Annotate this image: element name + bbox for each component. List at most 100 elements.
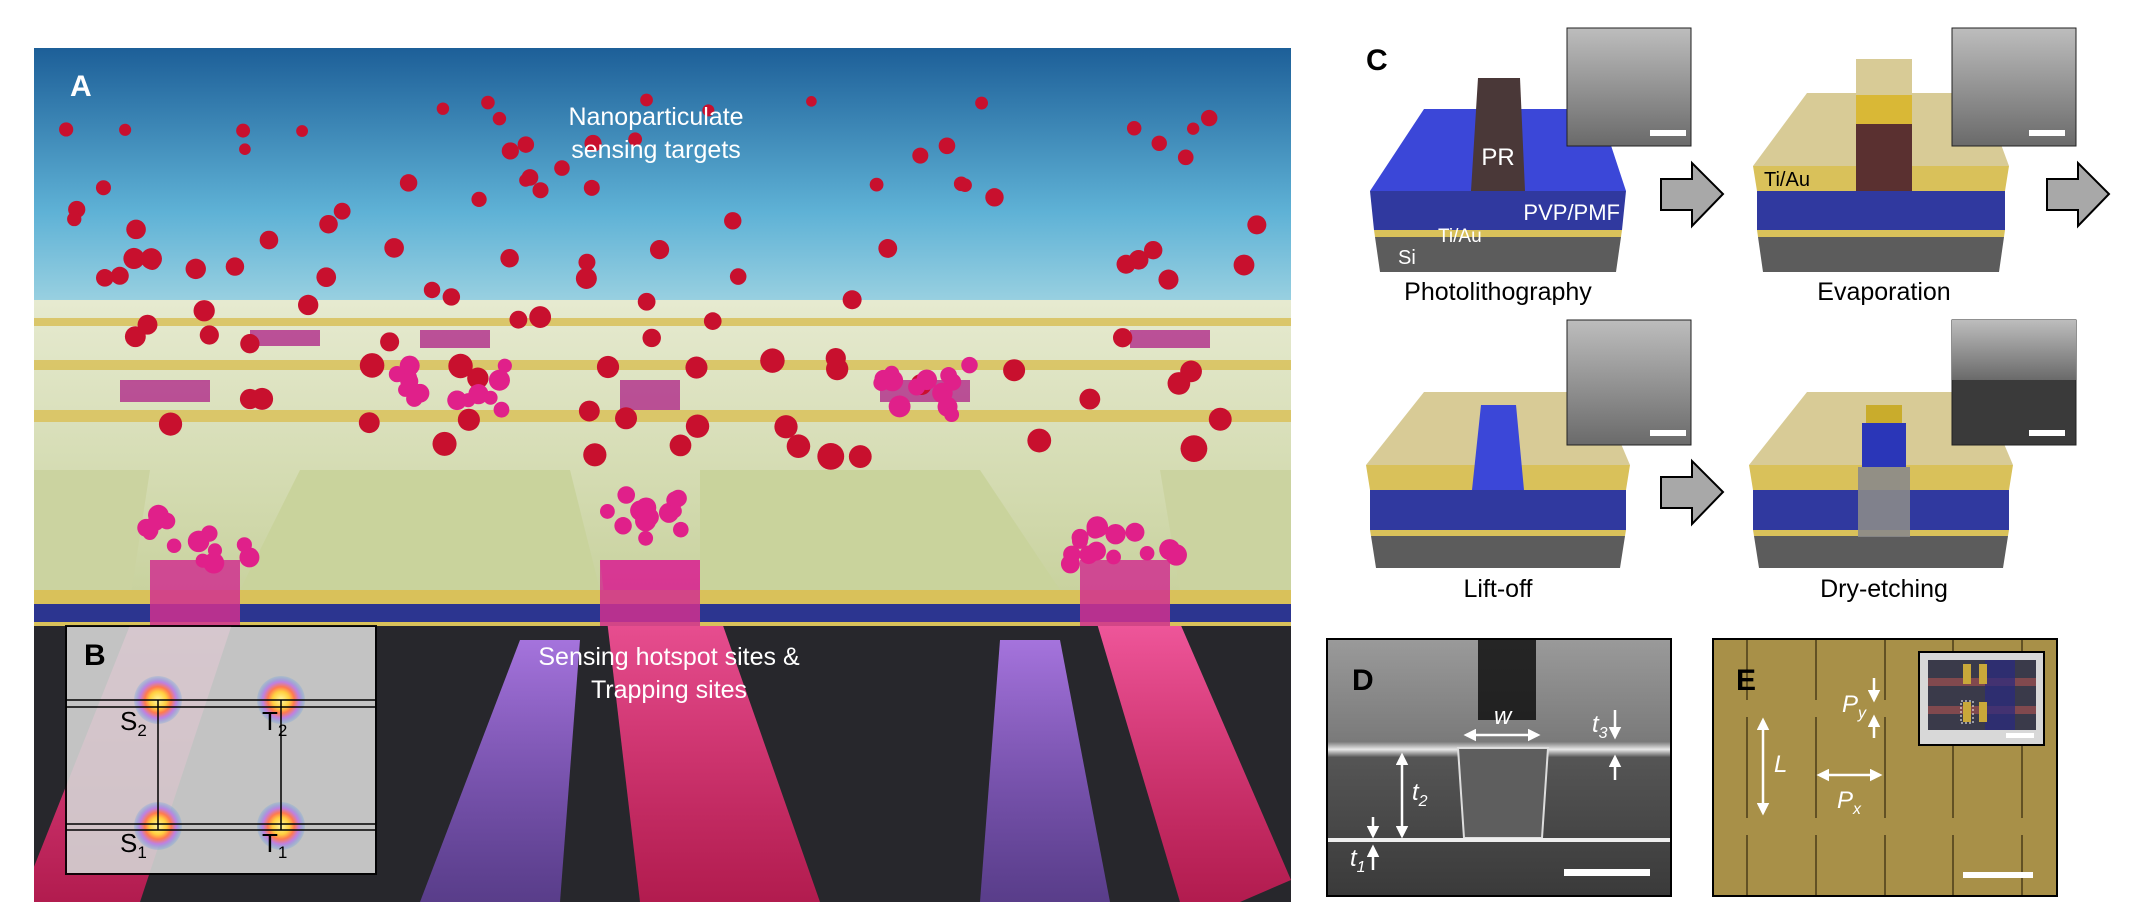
nanoparticle xyxy=(259,230,279,250)
nanoparticle xyxy=(685,356,708,379)
trapped-particle xyxy=(447,390,467,411)
nanoparticle xyxy=(642,328,661,348)
panel-a-illustration: B S2 T2 S1 T1 A Nanoparticulate sensing … xyxy=(34,48,1291,902)
nanoparticle xyxy=(975,96,988,110)
nanoparticle xyxy=(825,347,846,369)
water-background xyxy=(34,48,1291,348)
slot-lines xyxy=(1746,640,2023,895)
step-label: Photolithography xyxy=(1404,278,1592,306)
caption-hotspots-line2: Trapping sites xyxy=(591,676,747,704)
trapped-particle xyxy=(236,537,252,553)
nanoparticle xyxy=(399,174,418,192)
nanoparticle xyxy=(584,134,602,153)
nanoparticle xyxy=(432,431,457,456)
front-pads xyxy=(34,470,1291,626)
nanoparticle xyxy=(199,325,219,345)
panel-b-label: B xyxy=(84,639,106,672)
period-y-label: Py xyxy=(1842,691,1867,722)
b-grid-lines xyxy=(66,699,376,831)
trench xyxy=(1456,747,1550,839)
trapped-particle xyxy=(669,489,687,507)
nanoparticle xyxy=(760,348,785,373)
nanoparticle xyxy=(519,173,533,187)
trapped-particle xyxy=(874,369,893,388)
trapped-particle xyxy=(1159,539,1181,561)
photoresist-block xyxy=(1471,78,1525,191)
nanoparticle xyxy=(1079,388,1101,410)
panel-a-label: A xyxy=(70,70,92,103)
trapped-particle xyxy=(406,390,423,407)
trapped-particle xyxy=(640,507,659,527)
nanoparticle xyxy=(423,281,441,299)
nanoparticle xyxy=(848,445,872,468)
nanoparticle xyxy=(985,188,1004,207)
nanoparticle xyxy=(1208,407,1232,431)
nanoparticle xyxy=(442,288,461,306)
nanoparticle xyxy=(500,248,519,268)
nanoparticle xyxy=(628,132,643,147)
nanoparticle xyxy=(251,387,274,410)
trapped-particle xyxy=(1071,533,1088,549)
panel-b-frame xyxy=(65,625,377,875)
panel-c-label: C xyxy=(1366,44,1388,77)
period-x-label: Px xyxy=(1837,787,1862,818)
label-metal: Ti/Au xyxy=(1438,226,1482,247)
panel-b-inset: B S2 T2 S1 T1 xyxy=(65,625,377,875)
trapped-particle xyxy=(617,486,636,504)
nanoparticle xyxy=(448,353,473,379)
nanoparticle xyxy=(297,294,319,316)
chip-photo-inset xyxy=(1918,651,2045,746)
trapped-particle xyxy=(1125,522,1145,542)
nanoparticles xyxy=(59,93,1267,574)
nanoparticle xyxy=(529,306,552,328)
trapped-particle xyxy=(1139,545,1155,561)
step-label: Dry-etching xyxy=(1820,575,1948,603)
nanoparticle xyxy=(817,442,845,470)
nanoparticle xyxy=(869,177,884,192)
nanoparticle xyxy=(1186,122,1200,135)
nanoparticle xyxy=(158,412,183,436)
nanoparticle xyxy=(193,300,215,322)
nanoparticle xyxy=(236,123,251,138)
nanoparticle xyxy=(578,253,596,271)
nanoparticle xyxy=(95,269,114,287)
nanoparticle xyxy=(578,400,600,422)
trapped-particle xyxy=(239,547,260,568)
trapped-particle xyxy=(614,517,632,535)
nanoparticle xyxy=(67,211,82,227)
trapped-particle xyxy=(1105,524,1126,545)
nanoparticle xyxy=(1003,359,1026,382)
trapped-particle xyxy=(147,514,165,531)
nanoparticle xyxy=(878,239,898,258)
trapped-particle xyxy=(195,553,210,568)
nanoparticle xyxy=(703,312,722,330)
nanoparticle xyxy=(1126,121,1142,136)
nanoparticle xyxy=(471,191,487,208)
thickness-t3-label: t3 xyxy=(1592,711,1608,742)
nanoparticle xyxy=(501,142,519,160)
nanoparticle xyxy=(492,111,507,126)
nanoparticle xyxy=(126,219,146,240)
caption-hotspots-line1: Sensing hotspot sites & xyxy=(538,643,800,671)
site-label-s1: S1 xyxy=(120,828,147,862)
scale-bar xyxy=(1650,430,1686,436)
nanoparticle xyxy=(95,180,111,196)
nanoparticle xyxy=(1027,428,1052,453)
nanoparticle xyxy=(316,267,337,287)
nanoparticle xyxy=(359,353,385,378)
nanoparticle xyxy=(457,408,480,431)
nanoparticle xyxy=(380,332,400,352)
sem-inset xyxy=(1566,27,1692,147)
trapped-particle xyxy=(166,538,182,554)
nanoparticle xyxy=(1158,269,1179,290)
trapped-particle xyxy=(888,395,911,418)
light-beam xyxy=(600,560,820,902)
nanoparticle xyxy=(596,355,620,379)
light-beam xyxy=(980,640,1110,902)
nanoparticle xyxy=(637,292,656,311)
nanoparticle xyxy=(554,160,570,176)
nanoparticle xyxy=(640,93,653,107)
step-dry-etching: Dry-etching xyxy=(1749,319,2077,603)
nanoparticle xyxy=(59,122,74,137)
caption-targets-line2: sensing targets xyxy=(571,136,741,164)
